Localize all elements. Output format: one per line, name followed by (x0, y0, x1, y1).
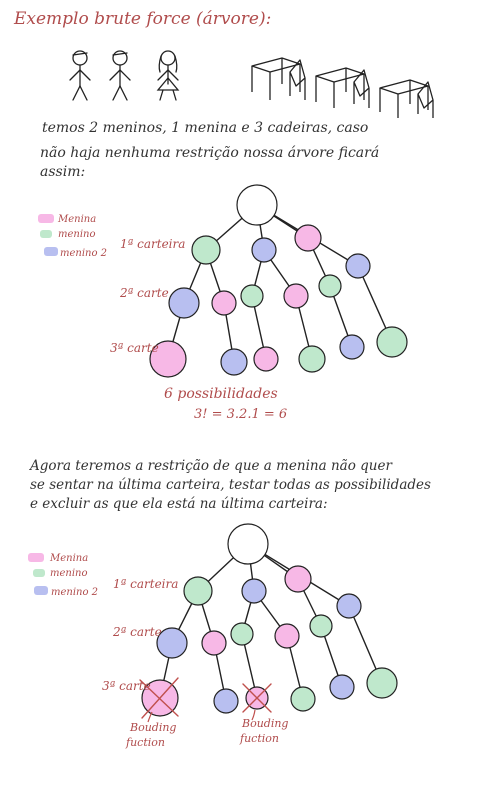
tree1-l3-node-5 (339, 334, 365, 360)
tree2-level-3-label: 3ª carte (102, 679, 151, 693)
tree1-l2-node-3 (240, 284, 264, 308)
tree2-l1-menino-node (183, 576, 213, 606)
tree1-root-node (236, 184, 278, 226)
desks-drawing (251, 57, 434, 118)
tree2-level-1-label: 1ª carteira (113, 577, 178, 591)
tree-unrestricted (149, 184, 408, 378)
tree1-l2-node-1 (168, 287, 200, 319)
restriction-line-3: e excluir as que ela está na última cart… (30, 496, 328, 512)
legend-menina-swatch (38, 214, 54, 223)
tree2-l1-menino2b-node (336, 593, 362, 619)
legend2-menino2-swatch (34, 586, 48, 595)
tree1-level-2-label: 2ª carte (119, 286, 169, 300)
tree2-l3-node-6 (366, 667, 398, 699)
legend-menino2-swatch (44, 247, 58, 256)
tree1-level-1-label: 1ª carteira (120, 237, 185, 251)
restriction-line-1: Agora teremos a restrição de que a menin… (28, 458, 393, 474)
tree2-l3-node-4 (290, 686, 316, 712)
tree1-l2-node-4 (283, 283, 309, 309)
bounding-arrows (147, 709, 256, 723)
tree1-l1-menino2-node (251, 237, 277, 263)
legend-menino-swatch (40, 230, 52, 238)
tree1-l3-node-2 (220, 348, 248, 376)
tree2-l2-node-5 (309, 614, 333, 638)
tree-restricted (139, 523, 398, 723)
legend-top: Menina menino menino 2 (38, 214, 107, 259)
restriction-line-2: se sentar na última carteira, testar tod… (30, 477, 431, 493)
tree2-l1-menina-node (284, 565, 312, 593)
bounding-label-1-line-1: Bouding (129, 721, 176, 734)
tree1-l2-node-2 (211, 290, 237, 316)
kids-drawing (69, 50, 180, 101)
desk-3 (379, 79, 434, 118)
tree1-l1-menino2b-node (345, 253, 371, 279)
intro-line-2: não haja nenhuma restrição nossa árvore … (40, 145, 379, 161)
tree2-l2-node-1 (156, 627, 188, 659)
girl-figure (156, 50, 180, 101)
tree2-l2-node-3 (230, 622, 254, 646)
legend2-menina-swatch (28, 553, 44, 562)
desk-2 (315, 67, 370, 108)
tree1-level-3-label: 3ª carte (110, 341, 159, 355)
bounding-label-1-line-2: fuction (125, 736, 165, 749)
intro-line-3: assim: (40, 164, 85, 180)
possibilities-count: 6 possibilidades (164, 386, 278, 402)
tree2-l3-node-2 (213, 688, 239, 714)
tree1-l2-node-5 (318, 274, 342, 298)
legend-menino2-label: menino 2 (60, 248, 107, 259)
tree1-l1-menina-node (294, 224, 322, 252)
tree2-l1-menino2-node (241, 578, 267, 604)
tree2-l2-node-4 (274, 623, 300, 649)
tree1-l3-node-6 (376, 326, 408, 358)
possibilities-formula: 3! = 3.2.1 = 6 (194, 407, 287, 422)
legend2-menino-swatch (33, 569, 45, 577)
legend-menino-label: menino (58, 229, 96, 240)
cross-out-mark-1 (139, 677, 179, 719)
page-title: Exemplo brute force (árvore): (13, 9, 271, 29)
tree2-l2-node-2 (201, 630, 227, 656)
legend-bottom: Menina menino menino 2 (28, 553, 98, 598)
legend-menina-label: Menina (57, 214, 96, 225)
desk-1 (251, 57, 306, 100)
legend2-menina-label: Menina (49, 553, 88, 564)
tree1-l1-menino-node (191, 235, 221, 265)
tree1-l3-node-1 (149, 340, 187, 378)
boy-1-figure (69, 50, 91, 101)
tree2-l3-node-5 (329, 674, 355, 700)
boy-2-figure (109, 50, 131, 101)
intro-line-1: temos 2 meninos, 1 menina e 3 cadeiras, … (42, 120, 368, 136)
bounding-label-2-line-2: fuction (239, 732, 279, 745)
tree2-level-2-label: 2ª carte (112, 625, 162, 639)
legend2-menino-label: menino (50, 568, 88, 579)
tree2-root-node (227, 523, 269, 565)
cross-out-mark-2 (242, 683, 272, 713)
legend2-menino2-label: menino 2 (51, 587, 98, 598)
bounding-label-2-line-1: Bouding (241, 717, 288, 730)
tree1-l3-node-3 (253, 346, 279, 372)
tree1-l3-node-4 (298, 345, 326, 373)
